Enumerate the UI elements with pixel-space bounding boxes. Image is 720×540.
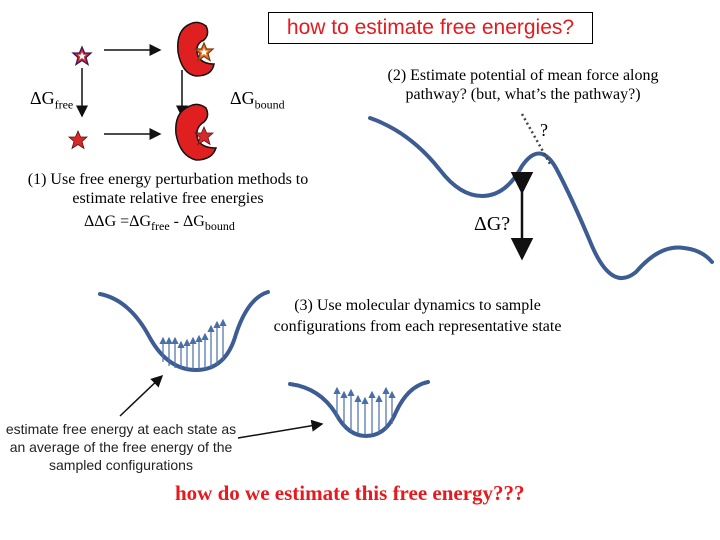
delta-g-bound-label: ΔGbound <box>230 88 285 112</box>
star-ligand-icon <box>193 41 215 62</box>
receptor-pocket-icon <box>175 103 218 161</box>
free-energy-landscape-curve <box>368 116 714 280</box>
star-ligand-icon <box>193 125 215 146</box>
step3-text: (3) Use molecular dynamics to sample con… <box>273 297 562 335</box>
step2-text: (2) Estimate potential of mean force alo… <box>387 67 659 103</box>
pointer-arrow-to-well-2 <box>237 419 324 439</box>
sampling-well-curve-1 <box>98 290 270 373</box>
sample-arrows-2 <box>333 386 396 435</box>
pathway-question-mark: ? <box>540 120 548 140</box>
ddg-equation: ΔΔG =ΔGfree - ΔGbound <box>84 213 235 234</box>
final-question: how do we estimate this free energy??? <box>175 481 525 505</box>
star-ligand-icon <box>67 129 89 150</box>
estimate-note: estimate free energy at each state as an… <box>5 421 237 473</box>
step1-text: (1) Use free energy perturbation methods… <box>27 171 309 207</box>
star-ligand-icon <box>71 45 93 67</box>
pointer-arrow-to-well-1 <box>119 374 164 417</box>
cycle-arrows <box>76 44 188 140</box>
delta-g-free-label: ΔGfree <box>30 88 74 112</box>
delta-g-question: ΔG? <box>474 213 511 235</box>
slide-title: how to estimate free energies? <box>268 12 593 44</box>
sample-arrows-1 <box>159 318 227 370</box>
sampling-well-curve-2 <box>288 380 430 439</box>
